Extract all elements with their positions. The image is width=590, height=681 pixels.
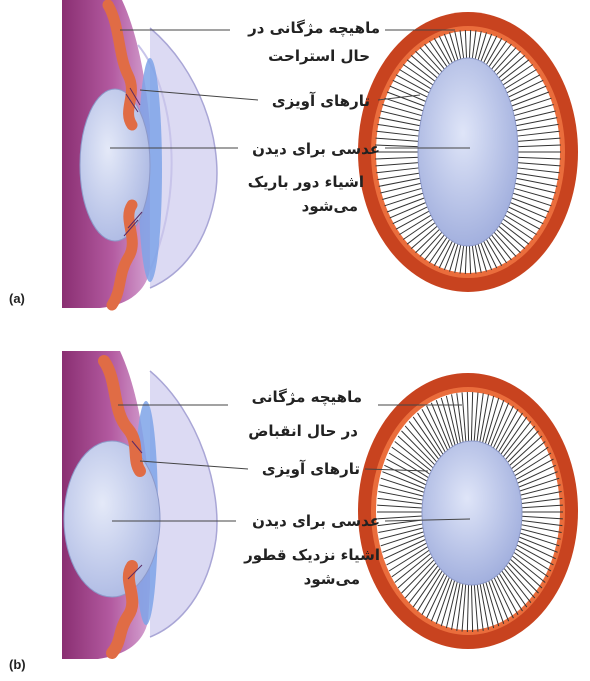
lens-side [64,441,160,597]
panel-a: ماهیچه مژگانی در حال استراحت تارهای آویز… [0,0,590,340]
eye-side-view [62,351,217,659]
panel-b: ماهیچه مژگانی در حال انقباض تارهای آویزی… [0,341,590,681]
eye-side-view [62,0,217,308]
lens-thick [422,441,522,585]
ciliary-muscle-label-2: در حال انقباض [248,419,358,443]
ciliary-muscle-label-1: ماهیچه مژگانی در [248,16,380,40]
eye-front-view [358,12,578,292]
lens-side [80,89,150,241]
ciliary-muscle-label-2: حال استراحت [268,44,370,68]
lens-label-3: می‌شود [302,194,358,218]
lens-thin [418,58,518,246]
lens-label-2: اشیاء نزدیک قطور [244,543,380,567]
lens-label-3: می‌شود [304,567,360,591]
suspensory-fibers-label: تارهای آویزی [272,89,370,113]
lens-label-1: عدسی برای دیدن [252,137,380,161]
eye-front-view [358,373,578,649]
suspensory-fibers-label: تارهای آویزی [262,457,360,481]
panel-a-tag: (a) [9,291,25,306]
ciliary-muscle-label-1: ماهیچه مژگانی [252,385,362,409]
lens-label-2: اشیاء دور باریک [248,170,364,194]
lens-label-1: عدسی برای دیدن [252,509,380,533]
cornea [150,371,217,637]
panel-b-tag: (b) [9,657,26,672]
